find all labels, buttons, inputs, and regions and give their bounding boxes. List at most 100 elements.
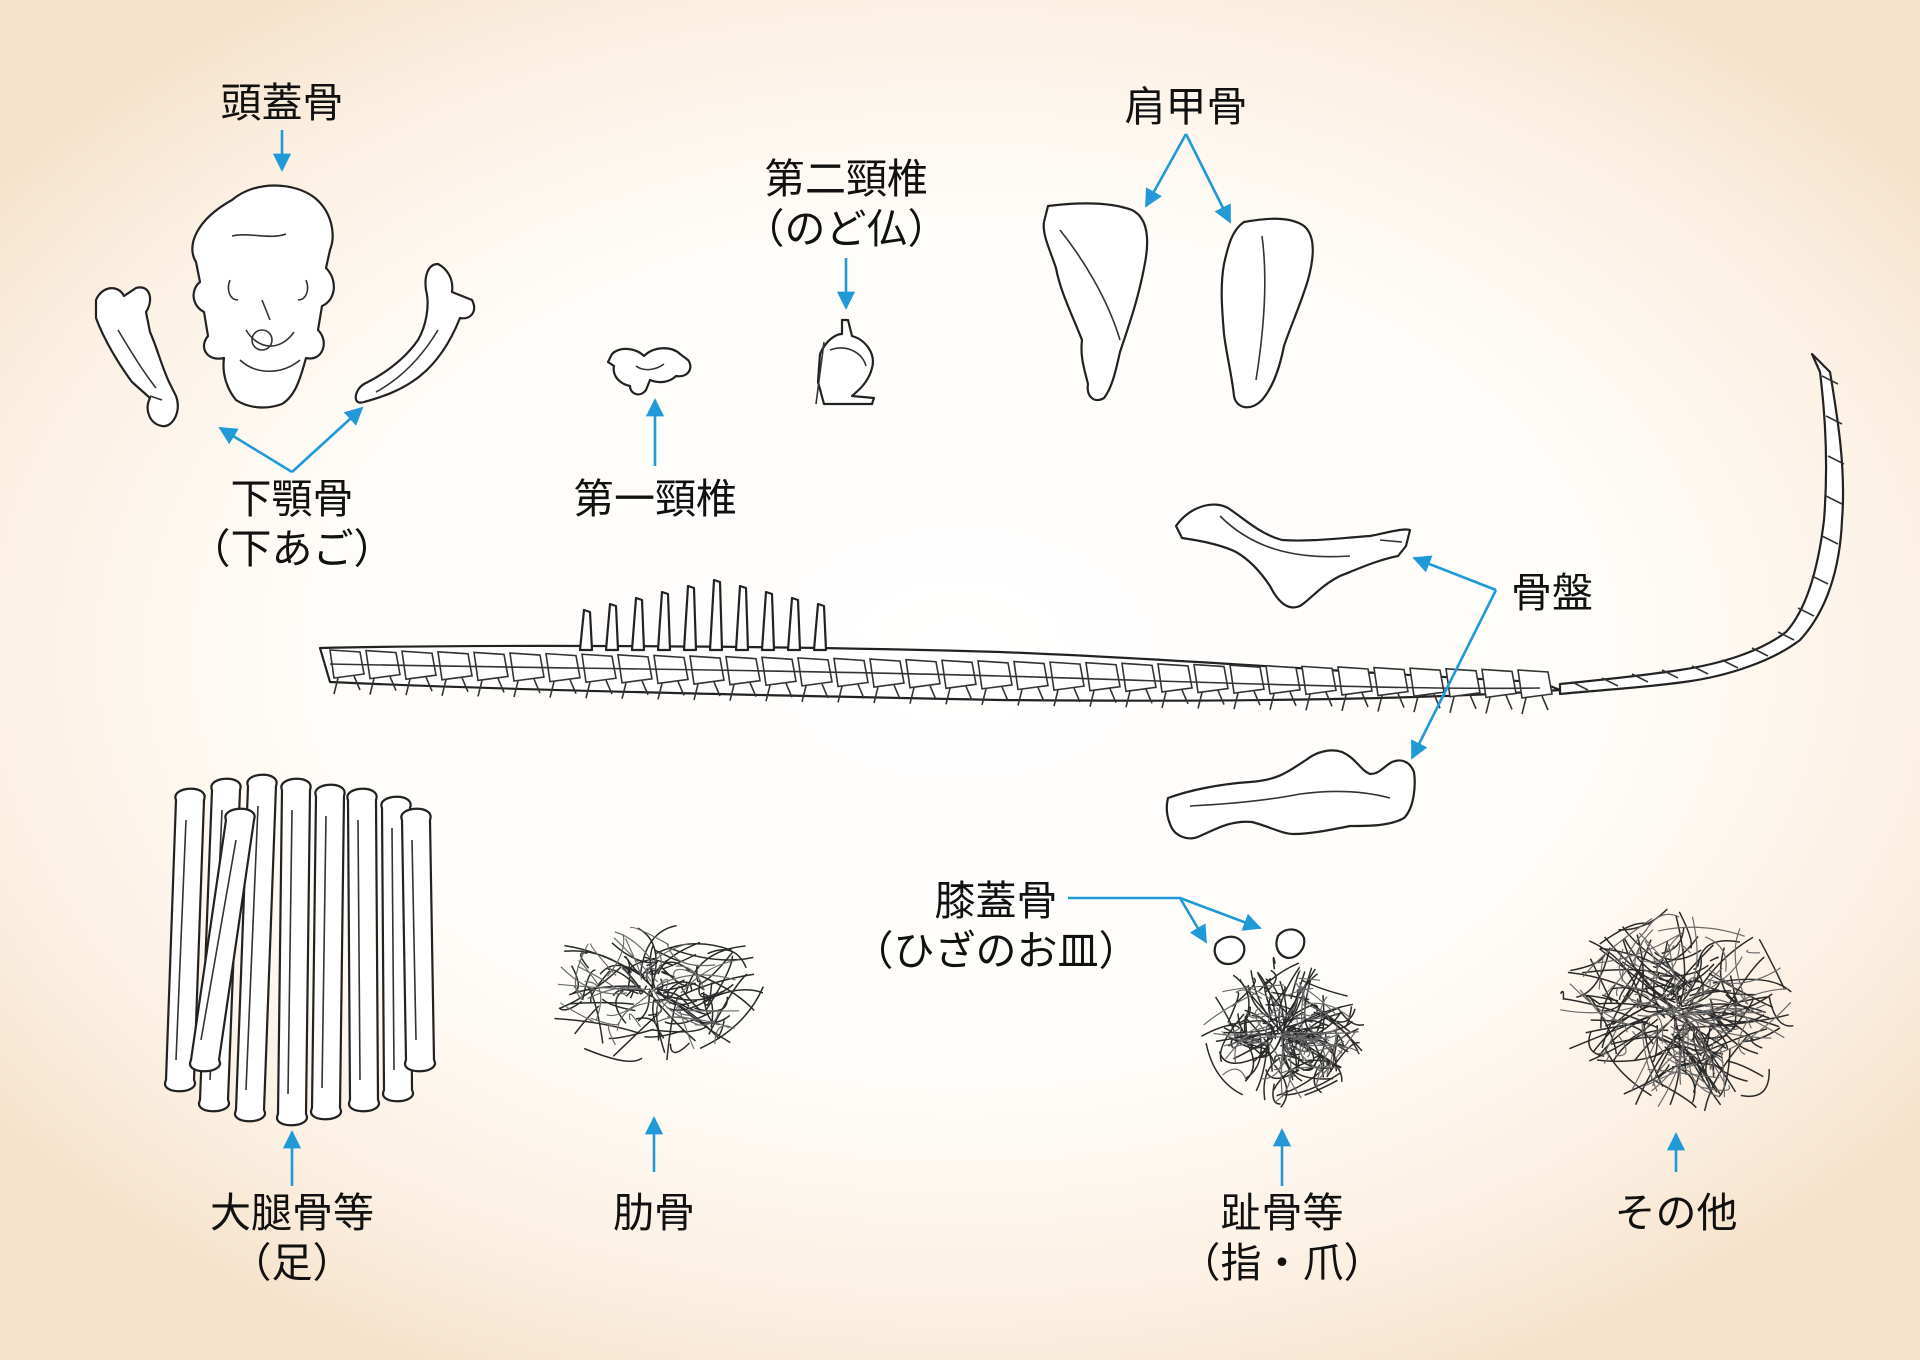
other-bone	[1597, 1052, 1610, 1064]
arrow-pelvis-upper	[1412, 555, 1497, 592]
tail-joint	[1827, 455, 1845, 465]
vertebra	[977, 660, 1013, 690]
vertebra-process	[549, 679, 577, 698]
other-bone	[1692, 1003, 1767, 1022]
vertebra-process	[765, 682, 793, 702]
leg-bone-shade	[287, 809, 293, 1095]
rib	[654, 978, 669, 990]
rib	[621, 967, 638, 988]
other-bone	[1559, 990, 1565, 1000]
rib	[581, 969, 596, 1001]
tail-joint	[1601, 677, 1619, 687]
vertebra-process	[369, 676, 397, 695]
tail-joint	[1821, 375, 1839, 385]
other-bone	[1596, 1052, 1663, 1063]
phalanx	[1201, 1024, 1241, 1037]
rib	[644, 1029, 685, 1038]
leg-bone-shade	[245, 805, 259, 1091]
tail-joint	[1631, 673, 1649, 683]
rib	[656, 998, 673, 1015]
leg-bone	[310, 783, 346, 1121]
phalanx	[1264, 1034, 1280, 1038]
other-bone	[1603, 940, 1644, 996]
other-bone	[1677, 1001, 1698, 1014]
phalanx	[1302, 979, 1348, 997]
other-bone	[1579, 989, 1613, 1025]
rib	[624, 955, 654, 989]
other-bone	[1666, 944, 1714, 998]
other-bone	[1726, 1060, 1764, 1078]
tail-joint	[1825, 415, 1843, 425]
other-bone	[1681, 981, 1722, 1008]
mandible-left-drawing	[94, 286, 179, 428]
rib	[675, 1002, 690, 1016]
rib	[608, 1024, 616, 1046]
dorsal-spine	[656, 590, 672, 652]
other-bone	[1678, 911, 1693, 949]
phalanx	[1219, 1013, 1245, 1063]
dorsal-spine	[578, 608, 594, 652]
other-bone	[1604, 1047, 1652, 1097]
other-bone	[1691, 1013, 1740, 1031]
label-skull: 頭蓋骨	[220, 79, 344, 127]
phalanx	[1280, 1041, 1287, 1098]
tail-drawing	[1558, 352, 1845, 696]
rib	[662, 991, 690, 1007]
phalanx	[1238, 1020, 1277, 1040]
vertebra-process	[1377, 693, 1405, 712]
arrow-mandible-left	[218, 426, 293, 474]
scapula-right-drawing	[1220, 217, 1314, 409]
vertebra-process	[513, 678, 541, 698]
other-bone	[1604, 936, 1680, 998]
phalanx	[1205, 1042, 1244, 1096]
rib	[668, 985, 680, 1000]
vertebra-process	[405, 676, 433, 696]
other-bone	[1589, 1018, 1659, 1062]
axis-drawing	[815, 318, 876, 406]
other-bone	[1729, 997, 1770, 1019]
label-ribs: 肋骨	[613, 1189, 695, 1237]
phalanx	[1337, 1043, 1349, 1053]
phalanx	[1298, 977, 1321, 981]
rib	[570, 1001, 634, 1005]
phalanx	[1296, 984, 1311, 995]
phalanx	[1294, 1034, 1307, 1041]
other-bone	[1582, 917, 1653, 978]
rib	[657, 1001, 671, 1017]
phalanx	[1222, 1068, 1247, 1080]
rib	[699, 986, 764, 1050]
vertebra-process	[729, 682, 757, 701]
phalanx	[1296, 1014, 1313, 1029]
phalanx	[1310, 1012, 1323, 1035]
other-bone	[1612, 1002, 1638, 1026]
phalanx	[1288, 1073, 1302, 1099]
leg-bone-shade	[321, 815, 327, 1089]
phalanx	[1278, 966, 1301, 1030]
arrow-scapula-left	[1144, 133, 1188, 208]
other-bone	[1668, 980, 1683, 993]
vertebra-process	[873, 684, 901, 704]
phalanx	[1281, 1003, 1354, 1035]
ribs-drawing	[554, 924, 764, 1062]
rib	[608, 1028, 654, 1040]
other-bone	[1659, 964, 1709, 977]
rib	[708, 973, 748, 1035]
other-bone	[1697, 1028, 1768, 1056]
tail-joint	[1661, 669, 1679, 679]
vertebra	[1337, 666, 1373, 696]
other-bone	[1675, 955, 1702, 1011]
vertebra-process	[477, 678, 505, 697]
phalanx	[1285, 967, 1313, 1028]
rib	[625, 989, 635, 999]
phalanx	[1274, 1033, 1283, 1051]
phalanx	[1316, 1029, 1358, 1082]
other-bone	[1709, 1029, 1728, 1071]
phalanx	[1227, 991, 1240, 1023]
arrows	[218, 130, 1686, 1186]
phalanx	[1307, 1004, 1330, 1021]
other-bone	[1686, 936, 1754, 1012]
other-bone	[1615, 985, 1645, 997]
leg-bone	[276, 777, 312, 1127]
rib	[580, 952, 590, 969]
